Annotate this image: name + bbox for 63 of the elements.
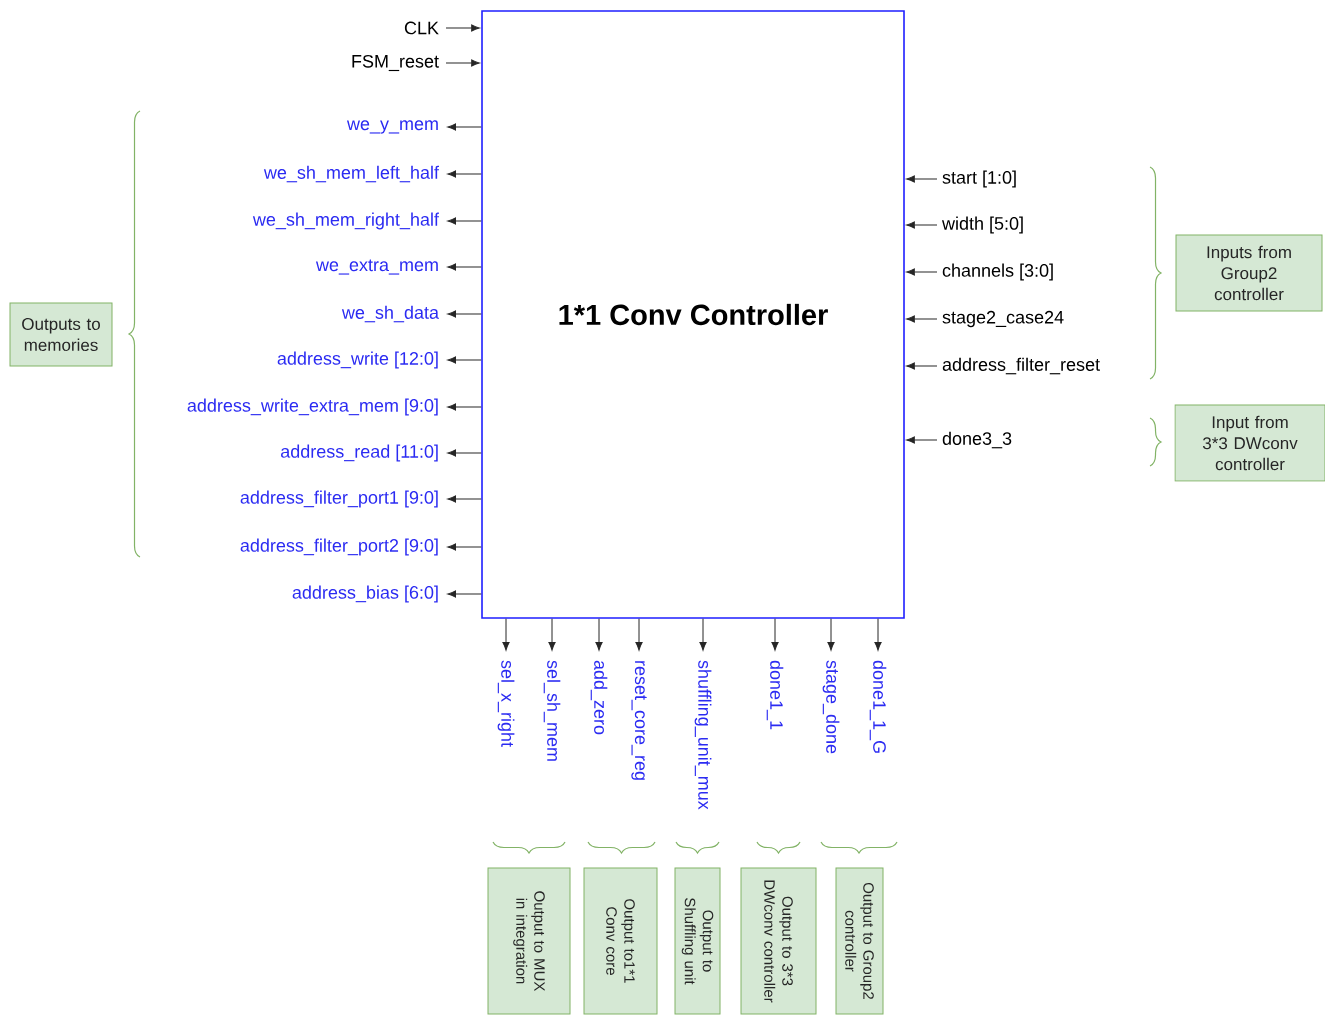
- arrow: [447, 356, 482, 364]
- arrow: [874, 618, 882, 651]
- arrow: [447, 403, 482, 411]
- group-box: Outputs to memories: [9, 302, 113, 367]
- signal-label: we_extra_mem: [315, 259, 438, 275]
- arrow: [635, 618, 643, 651]
- signal-label: stage_done: [822, 660, 840, 754]
- arrow: [447, 543, 482, 551]
- group-box: Output to1*1 Conv core: [583, 867, 658, 1015]
- signal-label: we_sh_mem_right_half: [252, 212, 439, 230]
- arrow: [827, 618, 835, 651]
- arrow: [502, 618, 510, 651]
- signal-label: address_read [11:0]: [281, 444, 438, 462]
- arrow: [447, 449, 482, 457]
- signal-label: address_filter_reset: [942, 357, 1100, 375]
- signal-label: we_y_mem: [346, 120, 438, 134]
- signal-label: we_sh_mem_left_half: [263, 165, 439, 183]
- arrow: [595, 618, 603, 651]
- signal-label: address_filter_port2 [9:0]: [240, 538, 438, 556]
- arrow: [906, 221, 938, 229]
- signal-label: shuffling_unit_mux: [694, 660, 712, 810]
- signal-label: add_zero: [590, 660, 608, 735]
- signal-label: address_filter_port1 [9:0]: [240, 490, 438, 508]
- arrow: [771, 618, 779, 651]
- signal-label: done1_1: [766, 660, 784, 730]
- arrow: [447, 123, 482, 131]
- arrow: [447, 495, 482, 503]
- signal-label: channels [3:0]: [942, 263, 1053, 281]
- signal-label: reset_core_reg: [631, 661, 647, 780]
- arrow: [906, 175, 938, 183]
- arrow: [906, 362, 938, 370]
- signal-label: start [1:0]: [942, 170, 1016, 188]
- signal-label: stage2_case24: [942, 310, 1064, 328]
- arrow: [906, 315, 938, 323]
- arrow: [445, 24, 480, 32]
- signal-label: we_sh_data: [341, 305, 439, 323]
- arrow: [699, 618, 707, 651]
- signal-label: sel_sh_mem: [543, 660, 561, 761]
- arrow: [906, 268, 938, 276]
- group-box: Inputs from Group2 controller: [1175, 234, 1323, 312]
- group-box: Output to Group2 controller: [835, 867, 884, 1015]
- signal-label: address_bias [6:0]: [292, 585, 438, 603]
- arrow: [447, 170, 482, 178]
- arrow: [447, 263, 482, 271]
- signal-label: FSM_reset: [352, 54, 439, 72]
- arrow: [906, 436, 938, 444]
- signal-label: sel_x_right: [497, 660, 515, 747]
- arrow: [447, 310, 482, 318]
- arrow: [445, 59, 480, 67]
- signal-label: done3_3: [942, 431, 1012, 449]
- controller-box: 1*1 Conv Controller: [481, 10, 905, 619]
- signal-label: address_write [12:0]: [277, 351, 438, 369]
- signal-label: address_write_extra_mem [9:0]: [187, 398, 438, 416]
- arrow: [447, 590, 482, 598]
- group-box: Output to MUX in integration: [487, 867, 571, 1015]
- arrow: [548, 618, 556, 651]
- group-box: Output to Shuffling unit: [674, 867, 721, 1015]
- signal-label: CLK: [404, 21, 439, 35]
- signal-label: width [5:0]: [942, 216, 1023, 234]
- group-box: Output to 3*3 DWconv controller: [740, 867, 817, 1015]
- group-box: Input from 3*3 DWconv controller: [1174, 404, 1325, 482]
- arrow: [447, 217, 482, 225]
- signal-label: done1_1_G: [869, 660, 887, 753]
